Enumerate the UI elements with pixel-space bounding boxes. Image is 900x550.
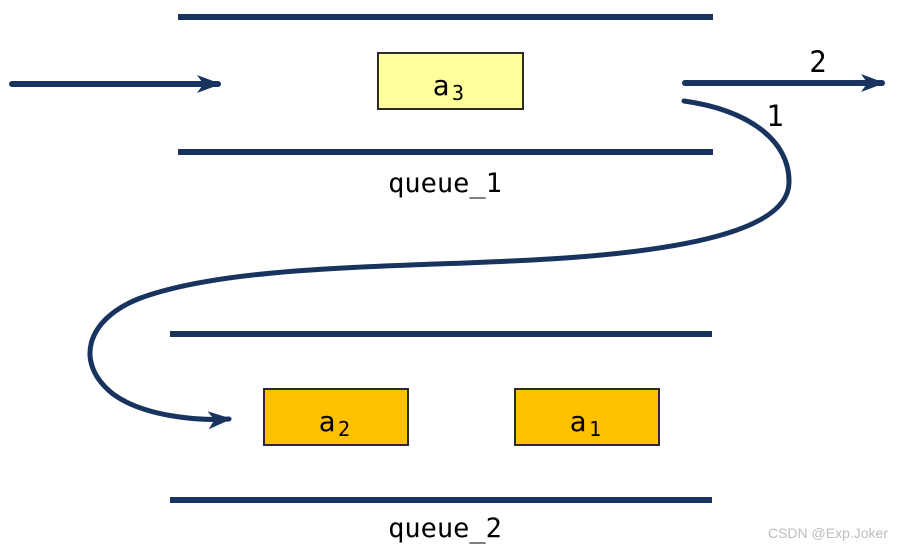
queue1-label: queue_1: [388, 168, 502, 199]
watermark-text: CSDN @Exp.Joker: [768, 525, 888, 541]
queue2-item-a1: [514, 388, 660, 446]
queue1-item-a3-subscript: 3: [452, 81, 464, 105]
queue1-item-a3: [377, 52, 524, 110]
queue2-label: queue_2: [388, 513, 502, 544]
queue2-item-a1-subscript: 1: [589, 417, 601, 441]
queue2-item-a2-subscript: 2: [338, 417, 350, 441]
dequeue-step1-label: 1: [766, 99, 783, 133]
queue1-item-a3-label: a: [433, 69, 450, 102]
dequeue-step2-label: 2: [809, 45, 826, 79]
queue2-item-a2-label: a: [319, 405, 336, 438]
queue2-item-a2: [263, 388, 409, 446]
queue2-item-a1-label: a: [570, 405, 587, 438]
transfer-curve-arrow-icon: [87, 98, 792, 430]
